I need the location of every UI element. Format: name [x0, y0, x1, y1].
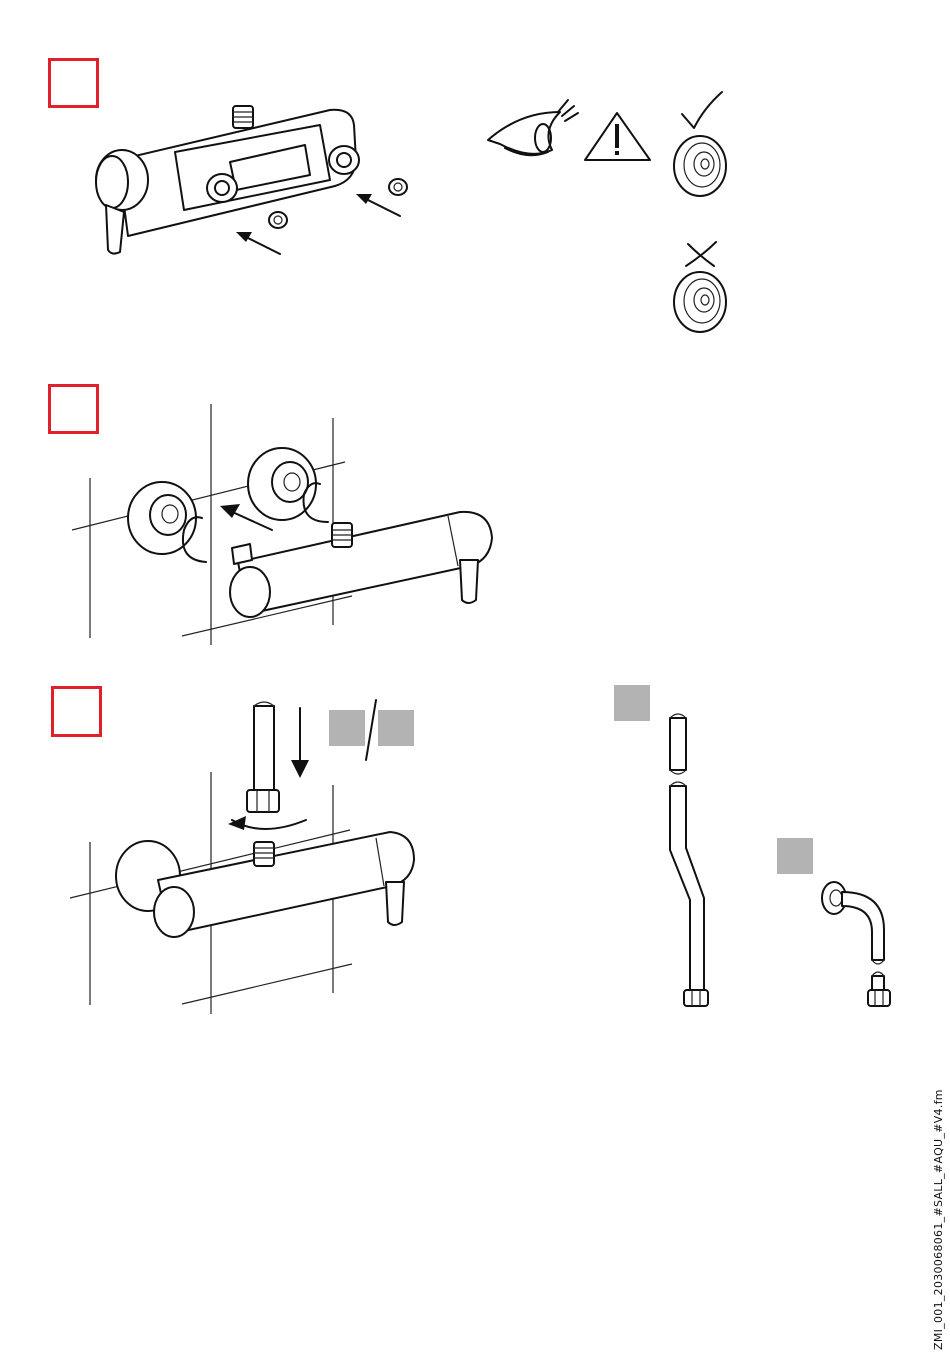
- cross-icon: [686, 242, 716, 266]
- long-connection-pipe: [670, 714, 708, 1006]
- bent-connection-pipe: [822, 882, 890, 1006]
- washer-good: [674, 136, 726, 196]
- eye-icon: [488, 100, 578, 155]
- warning-triangle-icon: [585, 113, 650, 160]
- footer-file-code: ZMI_001_2030068061_#SALL_#AQU_#V4.fm: [932, 1089, 945, 1350]
- step-2-mixer-illustration: [128, 448, 492, 617]
- checkmark-icon: [682, 92, 722, 128]
- washer-bad: [674, 272, 726, 332]
- step-2-wall-grid: [72, 404, 352, 645]
- step-1-mixer-illustration: [96, 106, 407, 254]
- step-3-mixer-illustration: [116, 700, 414, 937]
